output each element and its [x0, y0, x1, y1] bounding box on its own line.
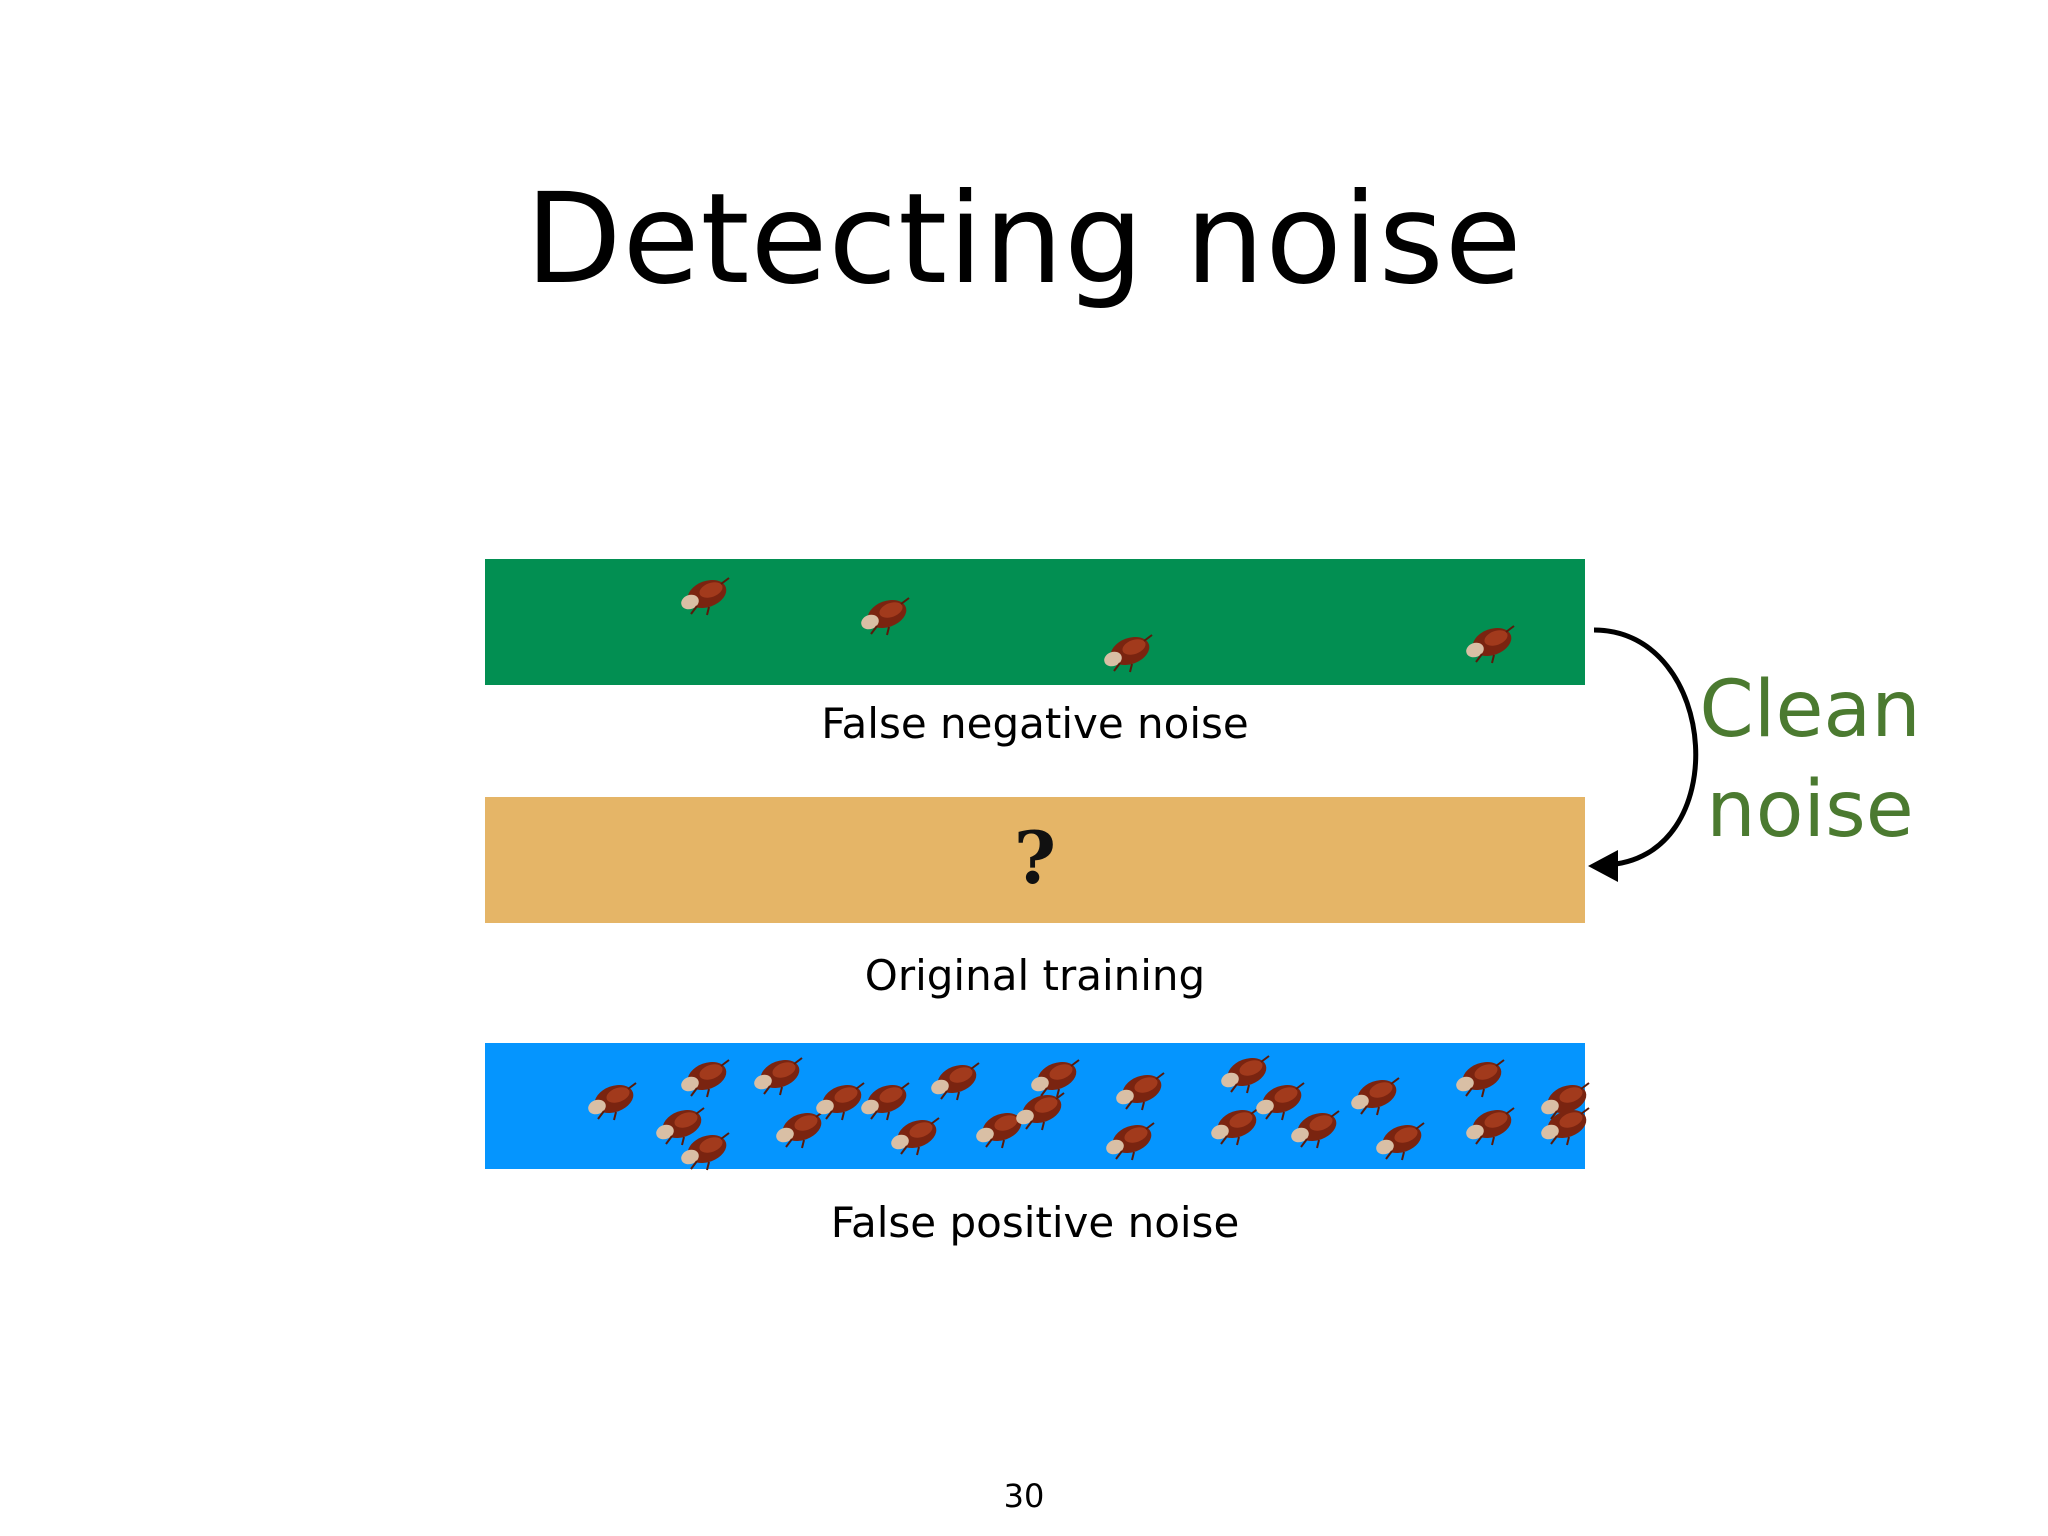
bug-icon [1217, 1052, 1273, 1098]
bug-icon [677, 1129, 733, 1175]
bug-icon [584, 1079, 640, 1125]
question-mark: ? [1013, 815, 1057, 900]
false-negative-caption: False negative noise [821, 699, 1249, 748]
bug-icon [750, 1054, 806, 1100]
bug-icon [887, 1114, 943, 1160]
false-negative-band [485, 559, 1585, 685]
clean-noise-line2: noise [1706, 765, 1914, 855]
bug-icon [1452, 1056, 1508, 1102]
bug-icon [1027, 1056, 1083, 1102]
bug-icon [1012, 1089, 1068, 1135]
bug-icon [1537, 1079, 1593, 1125]
bug-icon [857, 1079, 913, 1125]
bug-icon [677, 1056, 733, 1102]
bug-icon [1287, 1107, 1343, 1153]
bug-icon [652, 1104, 708, 1150]
slide-title: Detecting noise [525, 167, 1523, 312]
clean-noise-label: Clean noise [1690, 660, 1930, 860]
bug-icon [1207, 1104, 1263, 1150]
bug-icon [972, 1107, 1028, 1153]
bug-icon [857, 594, 913, 640]
page-number: 30 [1003, 1477, 1045, 1515]
bug-icon [812, 1079, 868, 1125]
bug-icon [1112, 1069, 1168, 1115]
bug-icon [1462, 622, 1518, 668]
bug-icon [772, 1107, 828, 1153]
bug-icon [1252, 1079, 1308, 1125]
bug-icon [1462, 1104, 1518, 1150]
original-training-band [485, 797, 1585, 923]
bug-icon [1102, 1119, 1158, 1165]
bug-icon [1100, 631, 1156, 677]
bug-icon [1537, 1104, 1593, 1150]
bug-icon [927, 1059, 983, 1105]
false-positive-caption: False positive noise [830, 1198, 1240, 1247]
clean-noise-line1: Clean [1699, 665, 1921, 755]
bug-icon [1347, 1074, 1403, 1120]
bug-icon [1372, 1119, 1428, 1165]
bug-icon [677, 574, 733, 620]
original-training-caption: Original training [864, 951, 1206, 1000]
